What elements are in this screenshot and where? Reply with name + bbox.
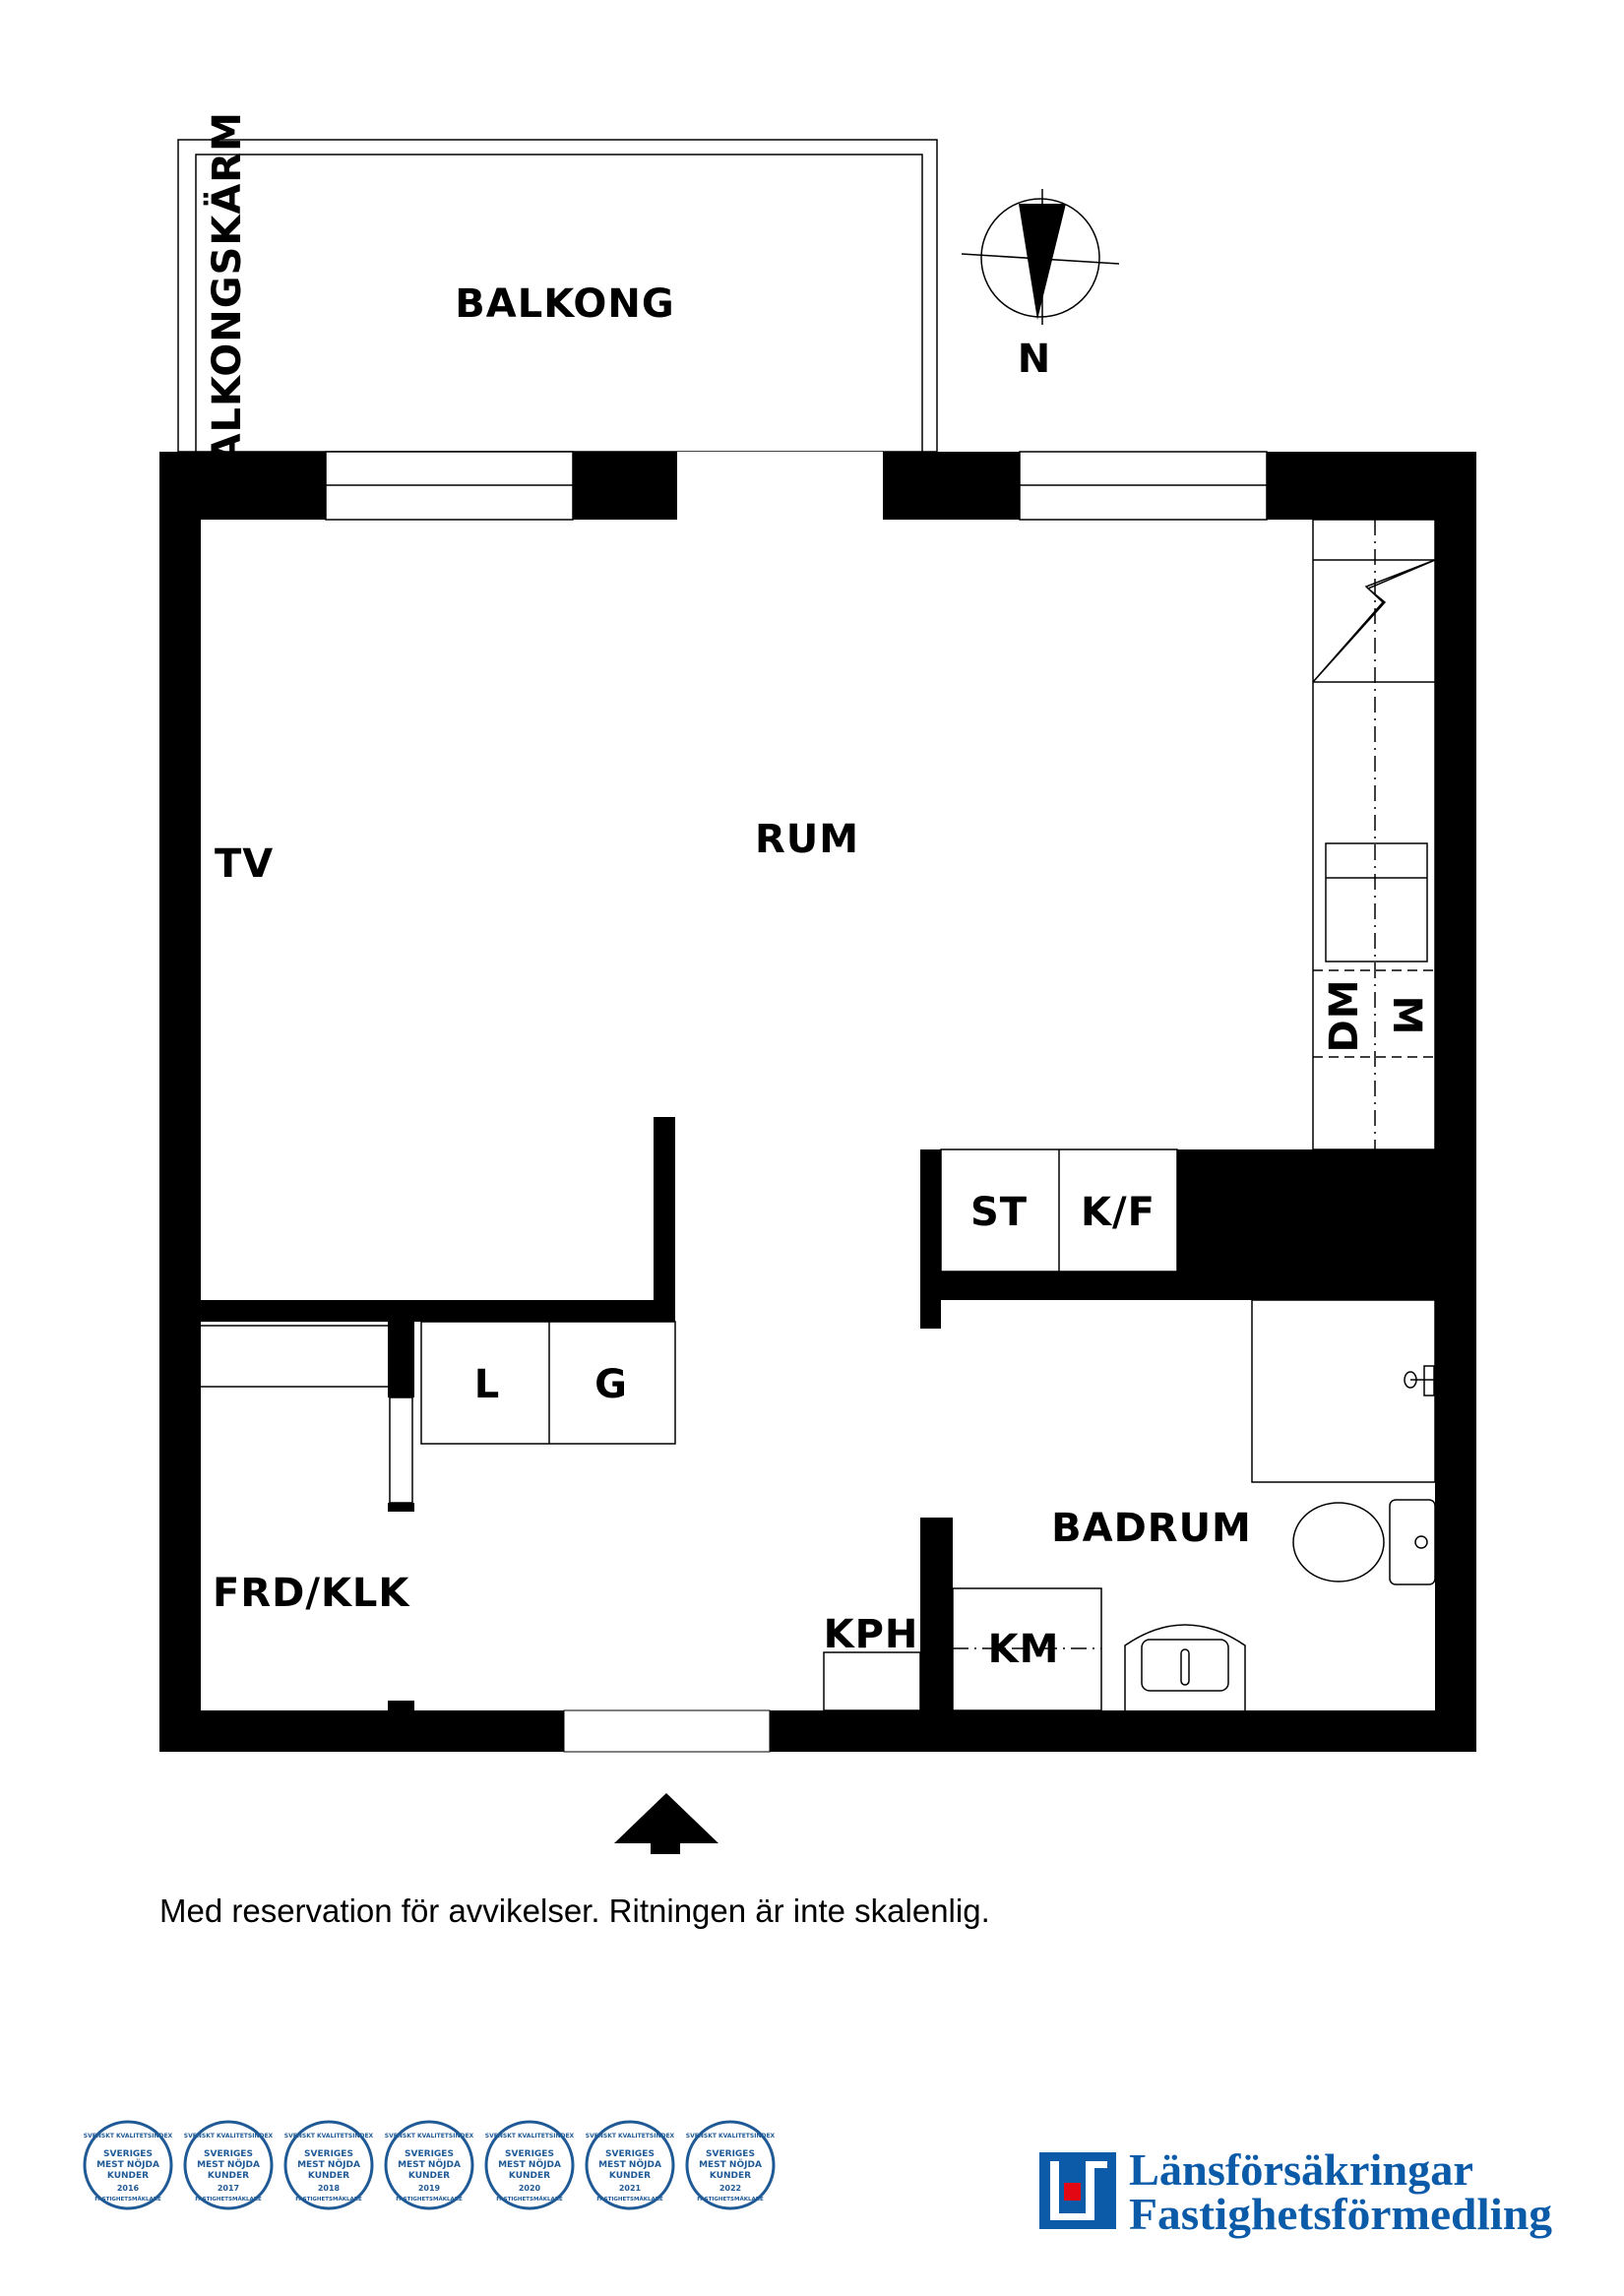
sink-icon — [1124, 1624, 1246, 1710]
badge-bottom-text: FASTIGHETSMÄKLARE — [697, 2196, 764, 2203]
shower — [1251, 1299, 1436, 1483]
label-tv: TV — [215, 841, 274, 887]
badge-line: KUNDER — [710, 2171, 751, 2181]
toilet-icon — [1292, 1499, 1436, 1585]
badge-line: KUNDER — [408, 2171, 450, 2181]
balcony-door-opening — [677, 452, 883, 520]
window — [325, 451, 574, 521]
badge-year: 2017 — [218, 2184, 239, 2193]
badge-bottom-text: FASTIGHETSMÄKLARE — [295, 2196, 362, 2203]
badge-line: SVERIGES — [706, 2149, 755, 2159]
badge-bottom-text: FASTIGHETSMÄKLARE — [496, 2196, 563, 2203]
room-label-living-room: RUM — [755, 817, 859, 862]
entrance-arrow-icon — [614, 1793, 718, 1854]
room-label-hall: FRD/KLK — [213, 1571, 410, 1616]
disclaimer: Med reservation för avvikelser. Ritninge… — [159, 1893, 990, 1929]
badge-line: MEST NÖJDA — [297, 2159, 360, 2170]
badge-line: SVERIGES — [103, 2149, 153, 2159]
badge-top-text: SVENSKT KVALITETSINDEX — [284, 2133, 374, 2140]
compass-north-arrow-icon — [961, 189, 1120, 325]
kitchen-counter — [1312, 519, 1436, 1150]
closets — [420, 1321, 676, 1445]
badge-bottom-text: FASTIGHETSMÄKLARE — [195, 2196, 262, 2203]
badge-line: SVERIGES — [405, 2149, 454, 2159]
shower-head-icon — [1404, 1365, 1435, 1396]
badge-line: SVERIGES — [605, 2149, 655, 2159]
badge-line: KUNDER — [107, 2171, 149, 2181]
badge-line: MEST NÖJDA — [699, 2159, 762, 2170]
washing-machine — [952, 1587, 1102, 1711]
badge-line: SVERIGES — [304, 2149, 353, 2159]
badge-line: MEST NÖJDA — [598, 2159, 661, 2170]
room-label-balcony-screen: BALKONGSKÄRM — [203, 111, 250, 495]
badge-bottom-text: FASTIGHETSMÄKLARE — [396, 2196, 463, 2203]
badge-top-text: SVENSKT KVALITETSINDEX — [485, 2133, 575, 2140]
badge-year: 2022 — [719, 2184, 741, 2193]
appliance-label-drying-cabinet: KPH — [824, 1612, 919, 1657]
badge-year: 2020 — [519, 2184, 541, 2193]
closet-label-wardrobe: G — [594, 1362, 628, 1407]
compass-label: N — [1018, 337, 1051, 382]
outer-walls — [159, 452, 1476, 1752]
badge-top-text: SVENSKT KVALITETSINDEX — [686, 2133, 776, 2140]
badge-line: KUNDER — [509, 2171, 550, 2181]
appliance-label-washing-machine: KM — [988, 1627, 1060, 1672]
appliance-label-stove: ST — [970, 1190, 1028, 1235]
appliance-label-fridge-freezer: K/F — [1081, 1190, 1156, 1235]
room-label-bathroom: BADRUM — [1051, 1506, 1252, 1551]
badge-top-text: SVENSKT KVALITETSINDEX — [184, 2133, 274, 2140]
logo-text-line2: Fastighetsförmedling — [1129, 2189, 1552, 2239]
entrance-door-opening — [563, 1709, 771, 1753]
badge-year: 2016 — [117, 2184, 140, 2193]
badge-line: KUNDER — [609, 2171, 651, 2181]
drying-cabinet — [823, 1651, 921, 1711]
badge-top-text: SVENSKT KVALITETSINDEX — [84, 2133, 173, 2140]
badge-line: KUNDER — [208, 2171, 249, 2181]
badge-line: SVERIGES — [505, 2149, 554, 2159]
badge-year: 2018 — [318, 2184, 341, 2193]
badge-year: 2019 — [418, 2184, 441, 2193]
badge-top-text: SVENSKT KVALITETSINDEX — [586, 2133, 675, 2140]
badge-line: MEST NÖJDA — [96, 2159, 159, 2170]
badge-bottom-text: FASTIGHETSMÄKLARE — [596, 2196, 663, 2203]
logo-text-line1: Länsförsäkringar — [1129, 2144, 1473, 2195]
appliance-label-microwave: M — [1384, 996, 1429, 1036]
badge-line: SVERIGES — [204, 2149, 253, 2159]
badge-line: MEST NÖJDA — [197, 2159, 260, 2170]
closet-label-linen: L — [474, 1362, 501, 1407]
badge-bottom-text: FASTIGHETSMÄKLARE — [94, 2196, 161, 2203]
badge-line: MEST NÖJDA — [498, 2159, 561, 2170]
room-label-balcony: BALKONG — [455, 281, 674, 327]
badge-year: 2021 — [619, 2184, 642, 2193]
appliance-label-dishwasher: DM — [1322, 978, 1367, 1052]
badge-top-text: SVENSKT KVALITETSINDEX — [385, 2133, 474, 2140]
badge-line: KUNDER — [308, 2171, 349, 2181]
lansforsakringar-logo: Länsförsäkringar Fastighetsförmedling — [1039, 2144, 1552, 2239]
badge-line: MEST NÖJDA — [398, 2159, 461, 2170]
window — [1019, 451, 1268, 521]
